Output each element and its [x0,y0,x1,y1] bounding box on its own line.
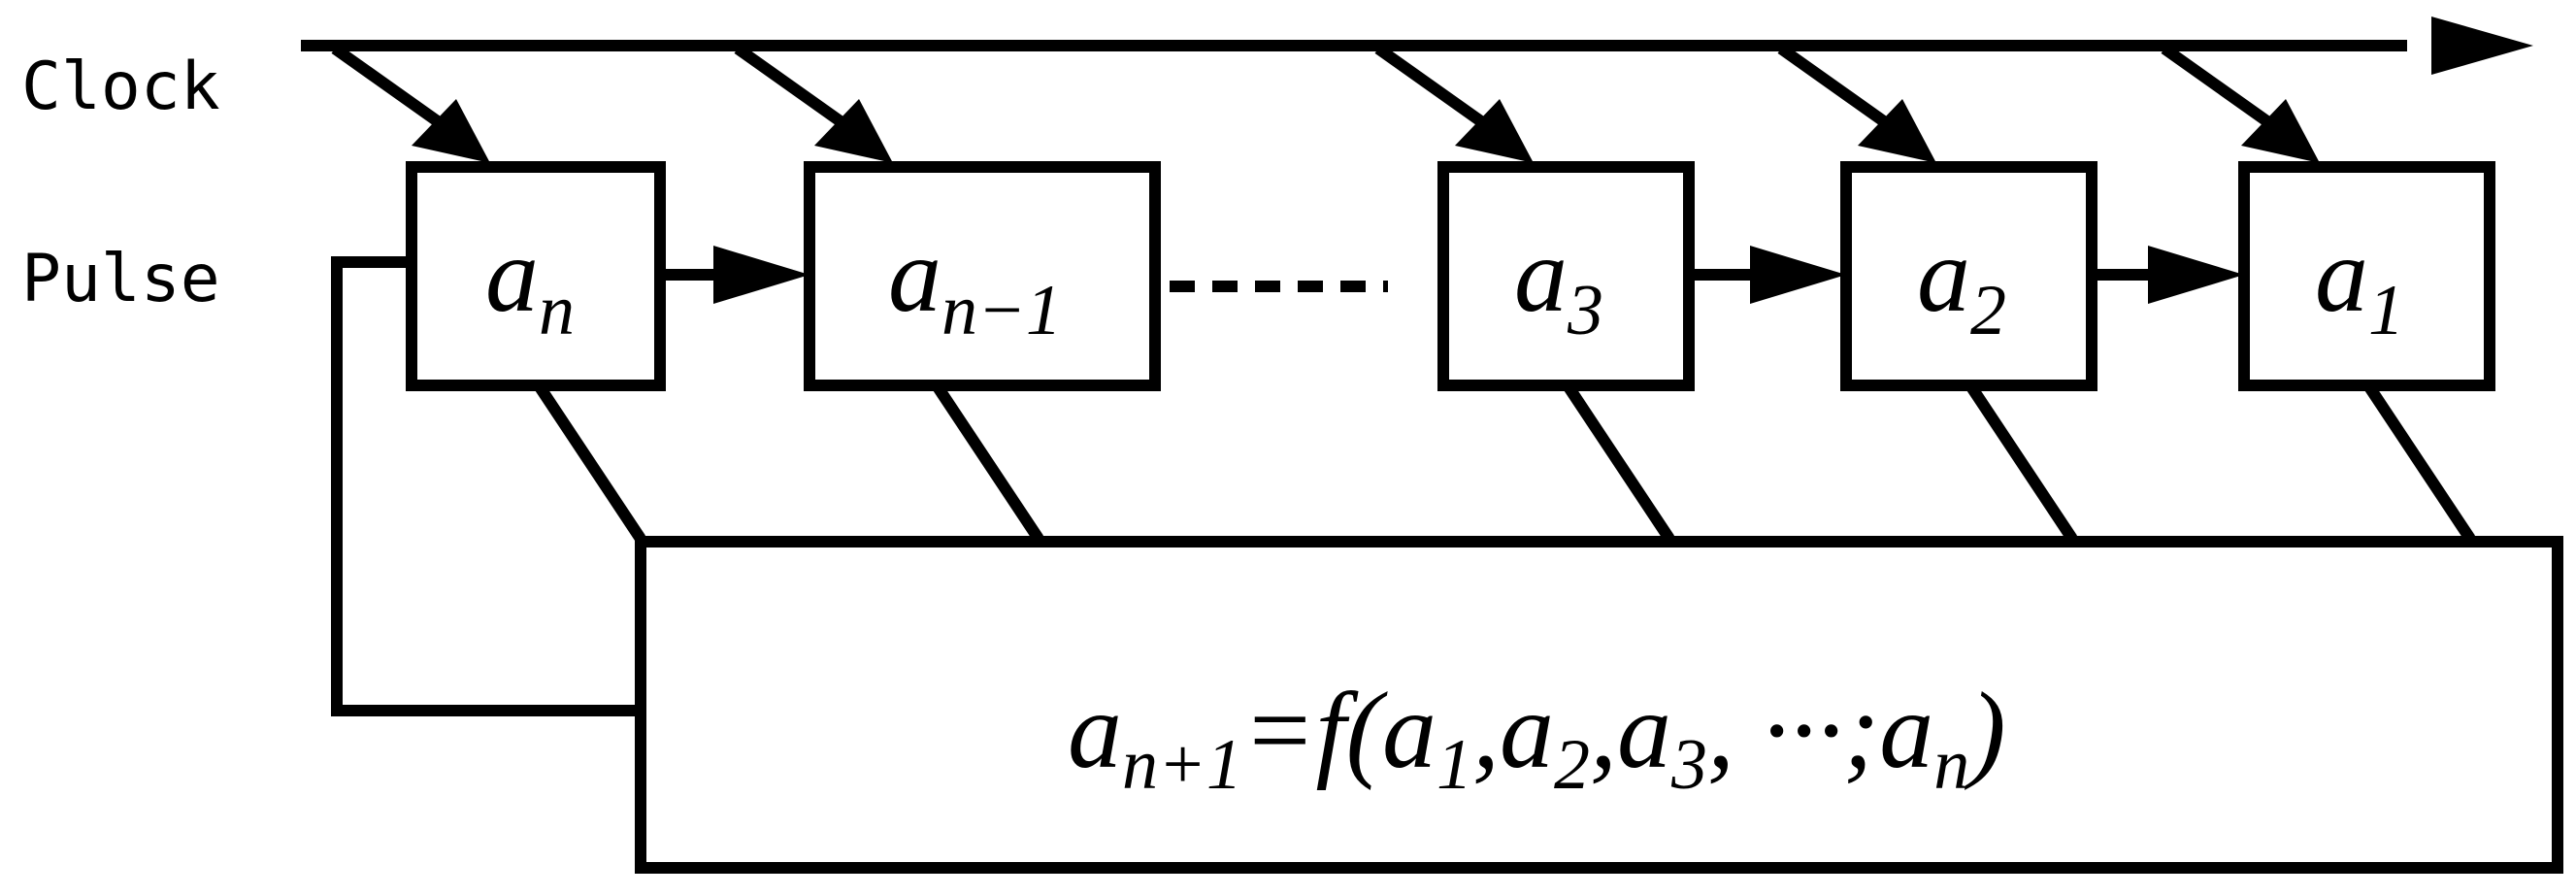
register-box [1840,161,2097,391]
register-box [804,161,1161,391]
clock-tap-a1-arrowhead [2241,99,2320,163]
clock-tap-a3 [1374,44,1489,129]
pulse-label: Pulse [21,241,220,317]
register-a2: a2 [1840,161,2097,391]
register-box [406,161,666,391]
clock-taps [331,44,2320,163]
clock-tap-a1 [2161,44,2275,129]
clock-tap-a2 [1777,44,1892,129]
feedback-function-box [635,536,2563,874]
register-a3: a3 [1437,161,1695,391]
clock-tap-a2-arrowhead [1858,99,1936,163]
clock-tap-an [331,44,446,129]
tap-a2 [1965,382,2077,543]
feedback-taps [534,382,2475,543]
clock-tap-an-1-arrowhead [814,99,893,163]
clock-label: Clock [21,49,220,125]
clock-tap-a3-arrowhead [1455,99,1534,163]
register-label: a2 [1917,216,2006,350]
register-a1: a1 [2238,161,2495,391]
register-label: an [485,216,575,350]
tap-an [534,382,645,543]
shift-arrowhead [2148,246,2244,304]
tap-an-1 [932,382,1043,543]
register-an-1: an−1 [804,161,1161,391]
clock-tap-an-arrowhead [412,99,490,163]
tap-a3 [1563,382,1674,543]
register-label: an−1 [888,216,1062,350]
shift-arrows [660,246,2244,304]
tap-a1 [2363,382,2475,543]
register-an: an [406,161,666,391]
register-label: a1 [2315,216,2404,350]
shift-arrowhead [713,246,809,304]
shift-arrowhead [1750,246,1846,304]
clock-line-arrowhead [2431,17,2533,75]
clock-tap-an-1 [734,44,848,129]
register-label: a3 [1514,216,1603,350]
feedback-loop-wire [331,256,641,716]
register-box [2238,161,2495,391]
feedback-formula: an+1=f(a1,a2,a3, ···;an) [1068,671,2006,805]
